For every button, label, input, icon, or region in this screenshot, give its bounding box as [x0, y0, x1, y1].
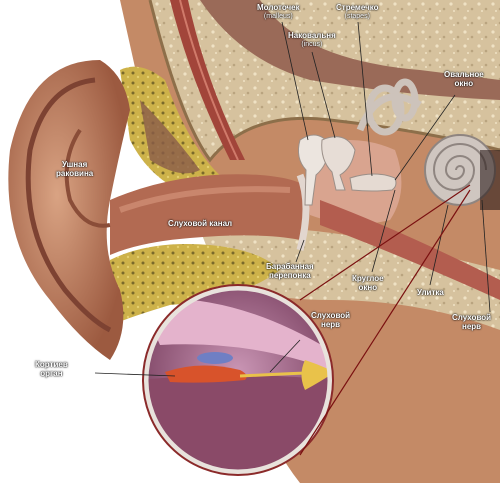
label-stapes: Стремечко (stapes) — [336, 3, 379, 21]
auricle-shape — [8, 60, 130, 360]
tissue-hair — [140, 100, 200, 174]
label-eardrum: Барабанная перепонка — [266, 262, 314, 280]
label-auditory-nerve: Слуховой нерв — [452, 313, 492, 331]
label-stapes-text: Стремечко — [336, 3, 379, 12]
ear-canal-shading — [118, 186, 291, 213]
label-stapes-latin: (stapes) — [344, 13, 370, 20]
eustachian-tube — [320, 200, 500, 300]
inset-blue-membrane — [197, 352, 233, 364]
dura-band — [200, 0, 500, 100]
auricle-concha — [64, 128, 111, 228]
label-ear-canal: Слуховой канал — [168, 219, 233, 228]
inset-pointer-lines — [299, 184, 471, 456]
incus-shape — [321, 136, 356, 191]
label-malleus-latin: (malleus) — [263, 13, 293, 20]
label-incus-latin: (incus) — [301, 41, 323, 48]
label-incus: Наковальня (incus) — [288, 31, 336, 49]
vessel-stripe-light — [179, 0, 239, 161]
eardrum-shape — [296, 173, 310, 251]
label-round-window: Круглое окно — [352, 274, 384, 292]
label-incus-text: Наковальня — [288, 31, 336, 40]
label-malleus-text: Молоточек — [257, 3, 300, 12]
label-auditory-nerve-inset: Слуховой нерв — [311, 311, 351, 329]
label-oval-window: Овальное окно — [444, 70, 484, 88]
label-cochlea: Улитка — [417, 288, 444, 297]
leader-lines — [94, 21, 491, 377]
vessel-stripes — [170, 0, 245, 160]
label-organ-of-corti: Кортиев орган — [35, 360, 68, 378]
fat-tissue-lower — [100, 244, 280, 330]
semicircular-canals — [356, 78, 422, 136]
inset-scala-lower — [146, 375, 330, 472]
organ-of-corti-inset — [142, 284, 334, 476]
auricle-helix — [25, 77, 112, 333]
label-malleus: Молоточек (malleus) — [257, 3, 300, 21]
label-auricle: Ушная раковина — [56, 160, 94, 178]
cochlea-shape — [424, 134, 500, 210]
inset-nerve-bundle — [301, 360, 330, 390]
inset-scala-upper — [146, 298, 330, 370]
ear-canal — [110, 174, 310, 255]
inset-organ-shape — [165, 365, 247, 383]
bone-outline — [148, 0, 500, 163]
fat-tissue-upper — [120, 66, 225, 196]
stapes-shape — [349, 173, 397, 192]
